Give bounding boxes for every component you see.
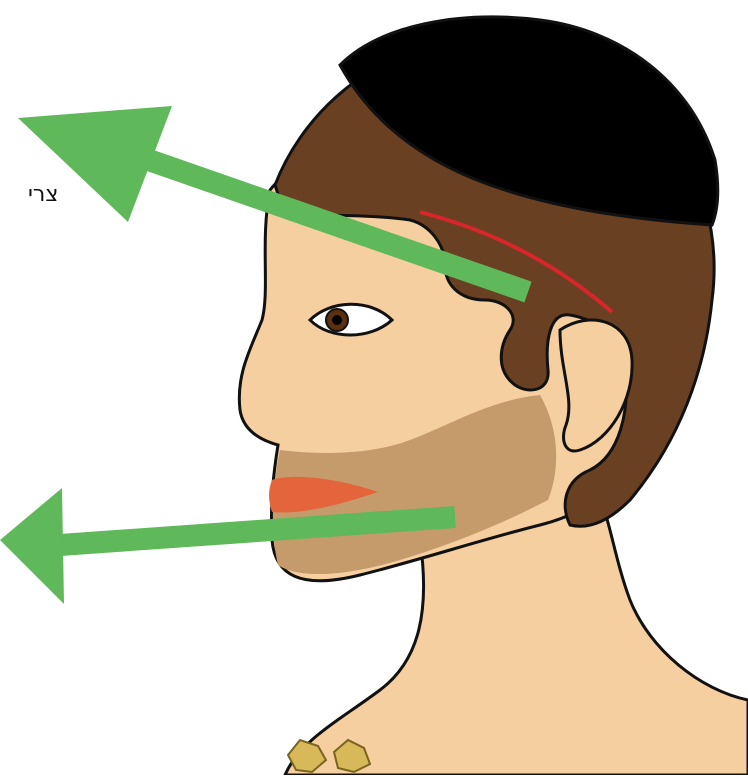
partial-label-text: צרי [28,182,58,207]
